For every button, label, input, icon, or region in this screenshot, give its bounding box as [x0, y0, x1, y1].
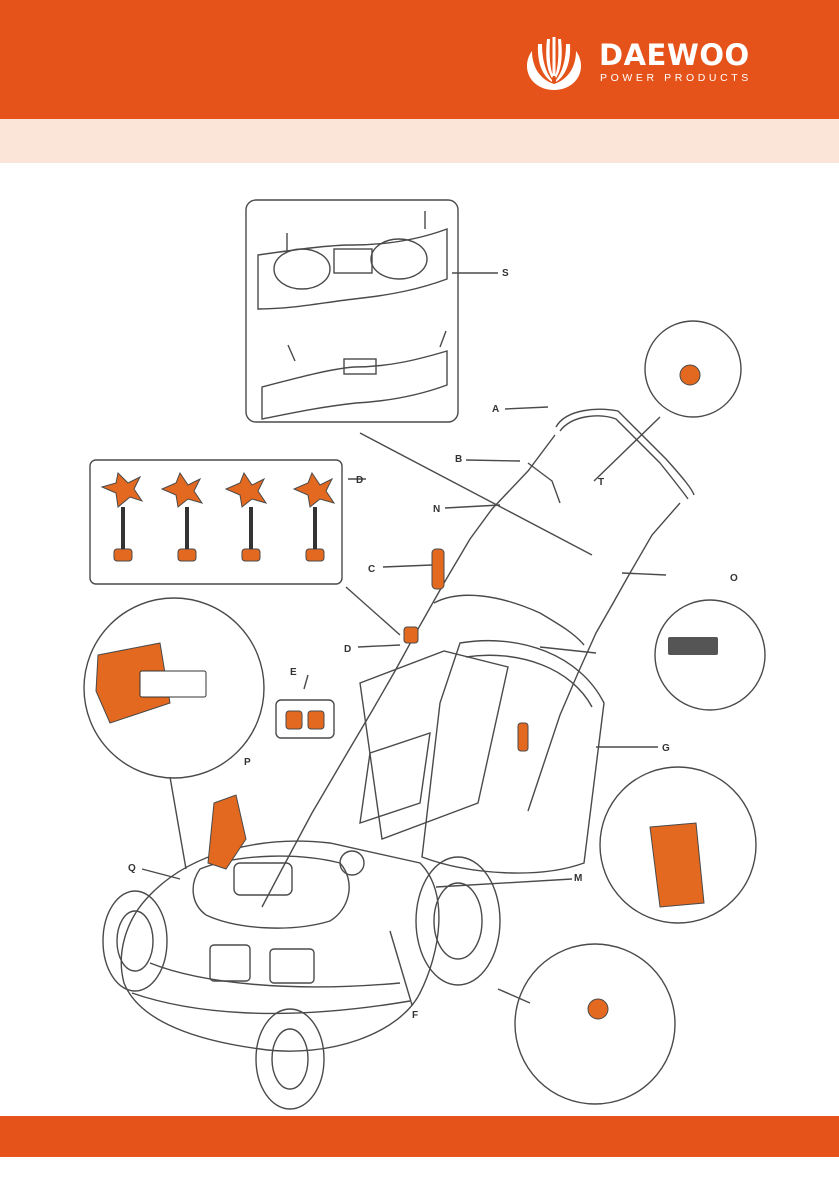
front-left-wheel [103, 891, 167, 991]
label-q: Q [128, 863, 136, 874]
label-f: F [412, 1010, 418, 1021]
knob-2 [162, 473, 202, 507]
clip-2 [308, 711, 324, 729]
header-bar: DAEWOO POWER PRODUCTS [0, 0, 839, 119]
bolt-1 [114, 549, 132, 561]
fan-blades-logo-icon [521, 36, 587, 92]
oil-cap-part [588, 999, 608, 1019]
bolt-3 [242, 549, 260, 561]
label-s: S [502, 268, 509, 279]
label-t: T [598, 477, 604, 488]
label-c: C [368, 564, 375, 575]
daewoo-logo: DAEWOO POWER PRODUCTS [521, 36, 771, 92]
bolt-4 [306, 549, 324, 561]
inset-clips-box [276, 700, 334, 738]
label-a: A [492, 404, 499, 415]
clip-1 [286, 711, 302, 729]
knob-3 [226, 473, 266, 507]
label-d-inset: D [356, 475, 363, 486]
front-right-wheel [256, 1009, 324, 1109]
label-p: P [244, 757, 251, 768]
bolt-2 [178, 549, 196, 561]
label-b: B [455, 454, 462, 465]
latch-part [518, 723, 528, 751]
inset-knobs-box [90, 460, 342, 584]
label-m: M [574, 873, 582, 884]
label-o: O [730, 573, 738, 584]
callout-oil-cap [515, 944, 675, 1104]
label-e: E [290, 667, 297, 678]
brand-name: DAEWOO [599, 40, 750, 70]
label-g: G [662, 743, 670, 754]
footer-bar [0, 1116, 839, 1157]
starter-handle [208, 795, 246, 869]
brand-tagline: POWER PRODUCTS [600, 72, 752, 84]
lawnmower-parts-diagram: A B C D D E F G M N O P Q S T [0, 163, 839, 1116]
knob-1 [102, 473, 142, 507]
label-d-main: D [344, 644, 351, 655]
knob-c-part [432, 549, 444, 589]
knob-4 [294, 473, 334, 507]
rear-flap-part [650, 823, 704, 907]
label-n: N [433, 504, 440, 515]
knob-d-part [404, 627, 418, 643]
section-band [0, 119, 839, 163]
rear-wheel [416, 857, 500, 985]
